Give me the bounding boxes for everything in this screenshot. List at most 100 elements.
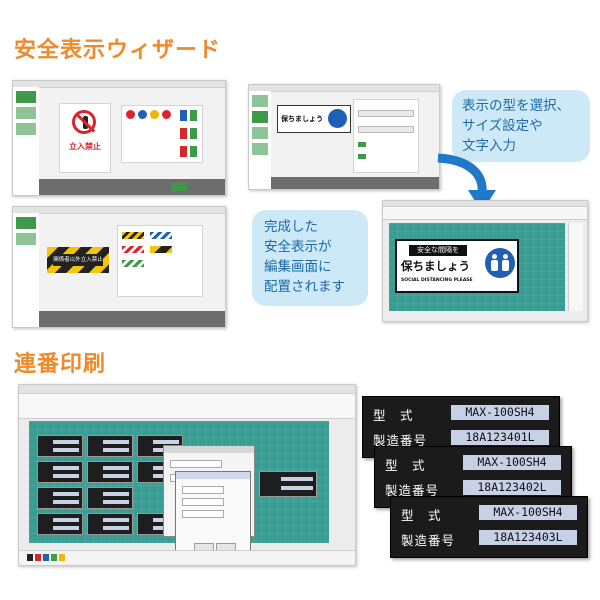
nameplate-thumb[interactable] (259, 471, 317, 497)
wizard-step-active[interactable] (16, 91, 36, 103)
wizard-footer-bar (39, 179, 225, 195)
preview-sign-text: 保ちましょう (281, 115, 323, 123)
nameplate-thumb[interactable] (87, 461, 133, 483)
wizard-step[interactable] (252, 95, 268, 107)
nameplate-type-value: MAX-100SH4 (451, 405, 549, 420)
text-field[interactable] (358, 110, 414, 117)
tape-style-list (117, 225, 203, 297)
nameplate-thumb[interactable] (37, 461, 83, 483)
callout-line: 配置されます (264, 279, 345, 295)
type-select-callout: 表示の型を選択、 サイズ設定や 文字入力 (452, 90, 590, 162)
window-titlebar (13, 81, 225, 88)
wizard-footer-bar (39, 311, 225, 327)
wizard-step-list (249, 91, 271, 189)
sign-type-grid (121, 105, 203, 163)
wizard-step-active[interactable] (16, 217, 36, 229)
tape-style-option[interactable] (150, 246, 172, 253)
hazard-banner: 関係者以外立入禁止 (47, 247, 109, 273)
wizard-screenshot-hazard: 関係者以外立入禁止 (12, 206, 226, 328)
nameplate-serial-value: 18A123403L (479, 530, 577, 545)
nameplate-type-label: 型 式 (373, 408, 414, 423)
nameplate-thumb[interactable] (37, 487, 83, 509)
tape-style-option[interactable] (122, 232, 144, 239)
sign-thumb[interactable] (190, 110, 197, 121)
window-titlebar (19, 385, 355, 394)
wizard-screenshot-type-select: 立入禁止 (12, 80, 226, 196)
sign-thumb[interactable] (180, 128, 187, 139)
caution-banner-text: 関係者以外立入禁止 (53, 254, 103, 266)
wizard-step[interactable] (252, 127, 268, 139)
nameplate-type-value: MAX-100SH4 (479, 505, 577, 520)
tape-style-option[interactable] (150, 232, 172, 239)
dialog-titlebar (164, 446, 254, 453)
callout-line: 安全表示が (264, 239, 332, 255)
window-titlebar (383, 201, 587, 207)
dialog-field[interactable] (170, 460, 222, 468)
nameplate-thumb[interactable] (37, 513, 83, 535)
nameplate-type-label: 型 式 (401, 508, 442, 523)
wizard-step[interactable] (16, 233, 36, 245)
sign-thumb[interactable] (180, 110, 187, 121)
serial-editor-screenshot (18, 384, 356, 566)
nameplate-type-value: MAX-100SH4 (463, 455, 561, 470)
sign-preview-panel: 立入禁止 (59, 103, 111, 173)
wizard-section-title: 安全表示ウィザード (14, 38, 222, 63)
nameplate-serial-label: 製造番号 (401, 533, 456, 548)
nameplate-serial-value: 18A123401L (451, 430, 549, 445)
right-tool-palette[interactable] (568, 223, 583, 311)
nameplate-thumb[interactable] (37, 435, 83, 457)
sign-thumb[interactable] (190, 128, 197, 139)
sign-thumb-icon[interactable] (126, 110, 135, 119)
callout-line: 完成した (264, 219, 318, 235)
nameplate: 型 式 MAX-100SH4 製造番号 18A123403L (390, 496, 588, 558)
wizard-step[interactable] (16, 107, 36, 119)
wizard-step[interactable] (16, 123, 36, 135)
no-entry-person-icon (72, 110, 96, 134)
sign-thumb-icon[interactable] (150, 110, 159, 119)
dialog-field[interactable] (182, 498, 224, 506)
sign-preview-panel: 保ちましょう (277, 105, 351, 133)
editor-screenshot: 安全な間隔を 保ちましょう SOCIAL DISTANCING PLEASE (382, 200, 588, 322)
nameplate-type-label: 型 式 (385, 458, 426, 473)
settings-form (353, 99, 419, 173)
editor-toolbar[interactable] (383, 207, 587, 220)
sign-thumb[interactable] (190, 146, 197, 157)
nameplate-serial-label: 製造番号 (373, 433, 428, 448)
wizard-screenshot-settings: 保ちましょう (248, 84, 440, 190)
callout-line: 表示の型を選択、 (462, 98, 570, 114)
nameplate-thumb[interactable] (87, 487, 133, 509)
sign-thumb-icon[interactable] (138, 110, 147, 119)
placed-callout: 完成した 安全表示が 編集画面に 配置されます (252, 210, 368, 306)
sign-english-text: SOCIAL DISTANCING PLEASE (401, 278, 473, 283)
callout-line: サイズ設定や (462, 118, 543, 134)
social-distance-icon (328, 109, 347, 128)
dialog-field[interactable] (182, 486, 224, 494)
sign-thumb-icon[interactable] (162, 110, 171, 119)
sign-thumb[interactable] (180, 146, 187, 157)
tape-style-option[interactable] (122, 260, 144, 267)
tape-style-option[interactable] (122, 246, 144, 253)
wizard-step-list (13, 87, 39, 195)
editor-ribbon[interactable] (19, 394, 355, 419)
nameplate-serial-label: 製造番号 (385, 483, 440, 498)
option-toggle[interactable] (358, 154, 366, 159)
nameplate-serial-value: 18A123402L (463, 480, 561, 495)
dialog-field[interactable] (182, 510, 224, 518)
placed-sign[interactable]: 安全な間隔を 保ちましょう SOCIAL DISTANCING PLEASE (395, 239, 519, 293)
sign-main-text: 保ちましょう (401, 259, 470, 273)
color-palette-bar[interactable] (19, 550, 355, 565)
option-toggle[interactable] (358, 142, 366, 147)
wizard-step-list (13, 213, 39, 327)
wizard-step-active[interactable] (252, 111, 268, 123)
callout-line: 文字入力 (462, 138, 516, 154)
serial-number-dialog[interactable] (175, 471, 251, 559)
window-titlebar (13, 207, 225, 214)
next-button[interactable] (171, 183, 187, 191)
dialog-titlebar (176, 472, 250, 479)
social-distance-icon (485, 248, 515, 278)
size-field[interactable] (358, 126, 414, 133)
wizard-step[interactable] (252, 143, 268, 155)
nameplate-thumb[interactable] (87, 513, 133, 535)
nameplate-thumb[interactable] (87, 435, 133, 457)
serial-section-title: 連番印刷 (14, 352, 107, 377)
